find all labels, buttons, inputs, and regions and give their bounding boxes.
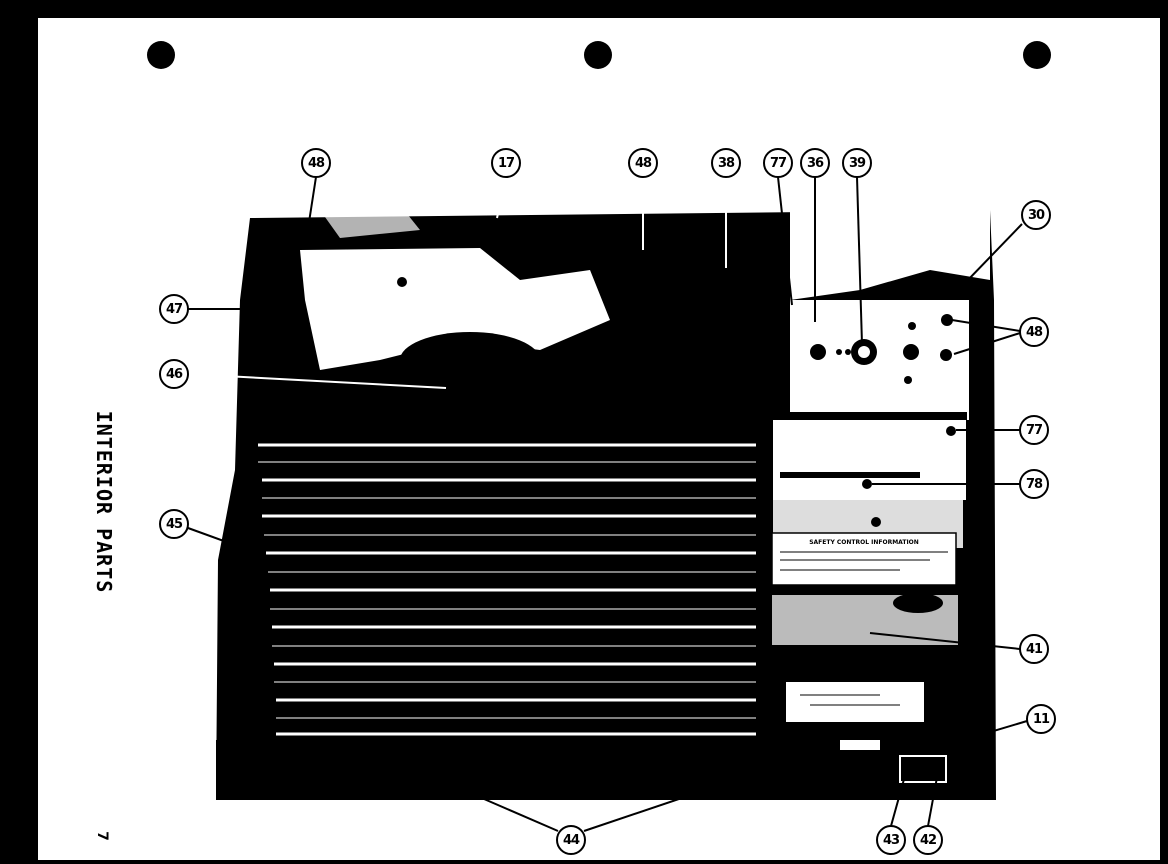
page-number: 7: [94, 831, 110, 841]
callout-41: 41: [1019, 634, 1049, 664]
callout-77: 77: [1019, 415, 1049, 445]
callout-30: 30: [1021, 200, 1051, 230]
callout-17: 17: [491, 148, 521, 178]
callout-48: 48: [628, 148, 658, 178]
nameplate-label: SAFETY CONTROL INFORMATION: [809, 539, 919, 546]
binder-hole: [1023, 41, 1051, 69]
callout-38: 38: [711, 148, 741, 178]
callout-39: 39: [842, 148, 872, 178]
callout-43: 43: [876, 825, 906, 855]
callout-44: 44: [556, 825, 586, 855]
binder-hole: [584, 41, 612, 69]
callout-47: 47: [159, 294, 189, 324]
page-title: INTERIOR PARTS: [92, 410, 116, 594]
callout-77: 77: [763, 148, 793, 178]
callout-45: 45: [159, 509, 189, 539]
callout-36: 36: [800, 148, 830, 178]
binder-hole: [147, 41, 175, 69]
callout-48: 48: [301, 148, 331, 178]
callout-42: 42: [913, 825, 943, 855]
callout-78: 78: [1019, 469, 1049, 499]
callout-11: 11: [1026, 704, 1056, 734]
callout-46: 46: [159, 359, 189, 389]
callout-48: 48: [1019, 317, 1049, 347]
